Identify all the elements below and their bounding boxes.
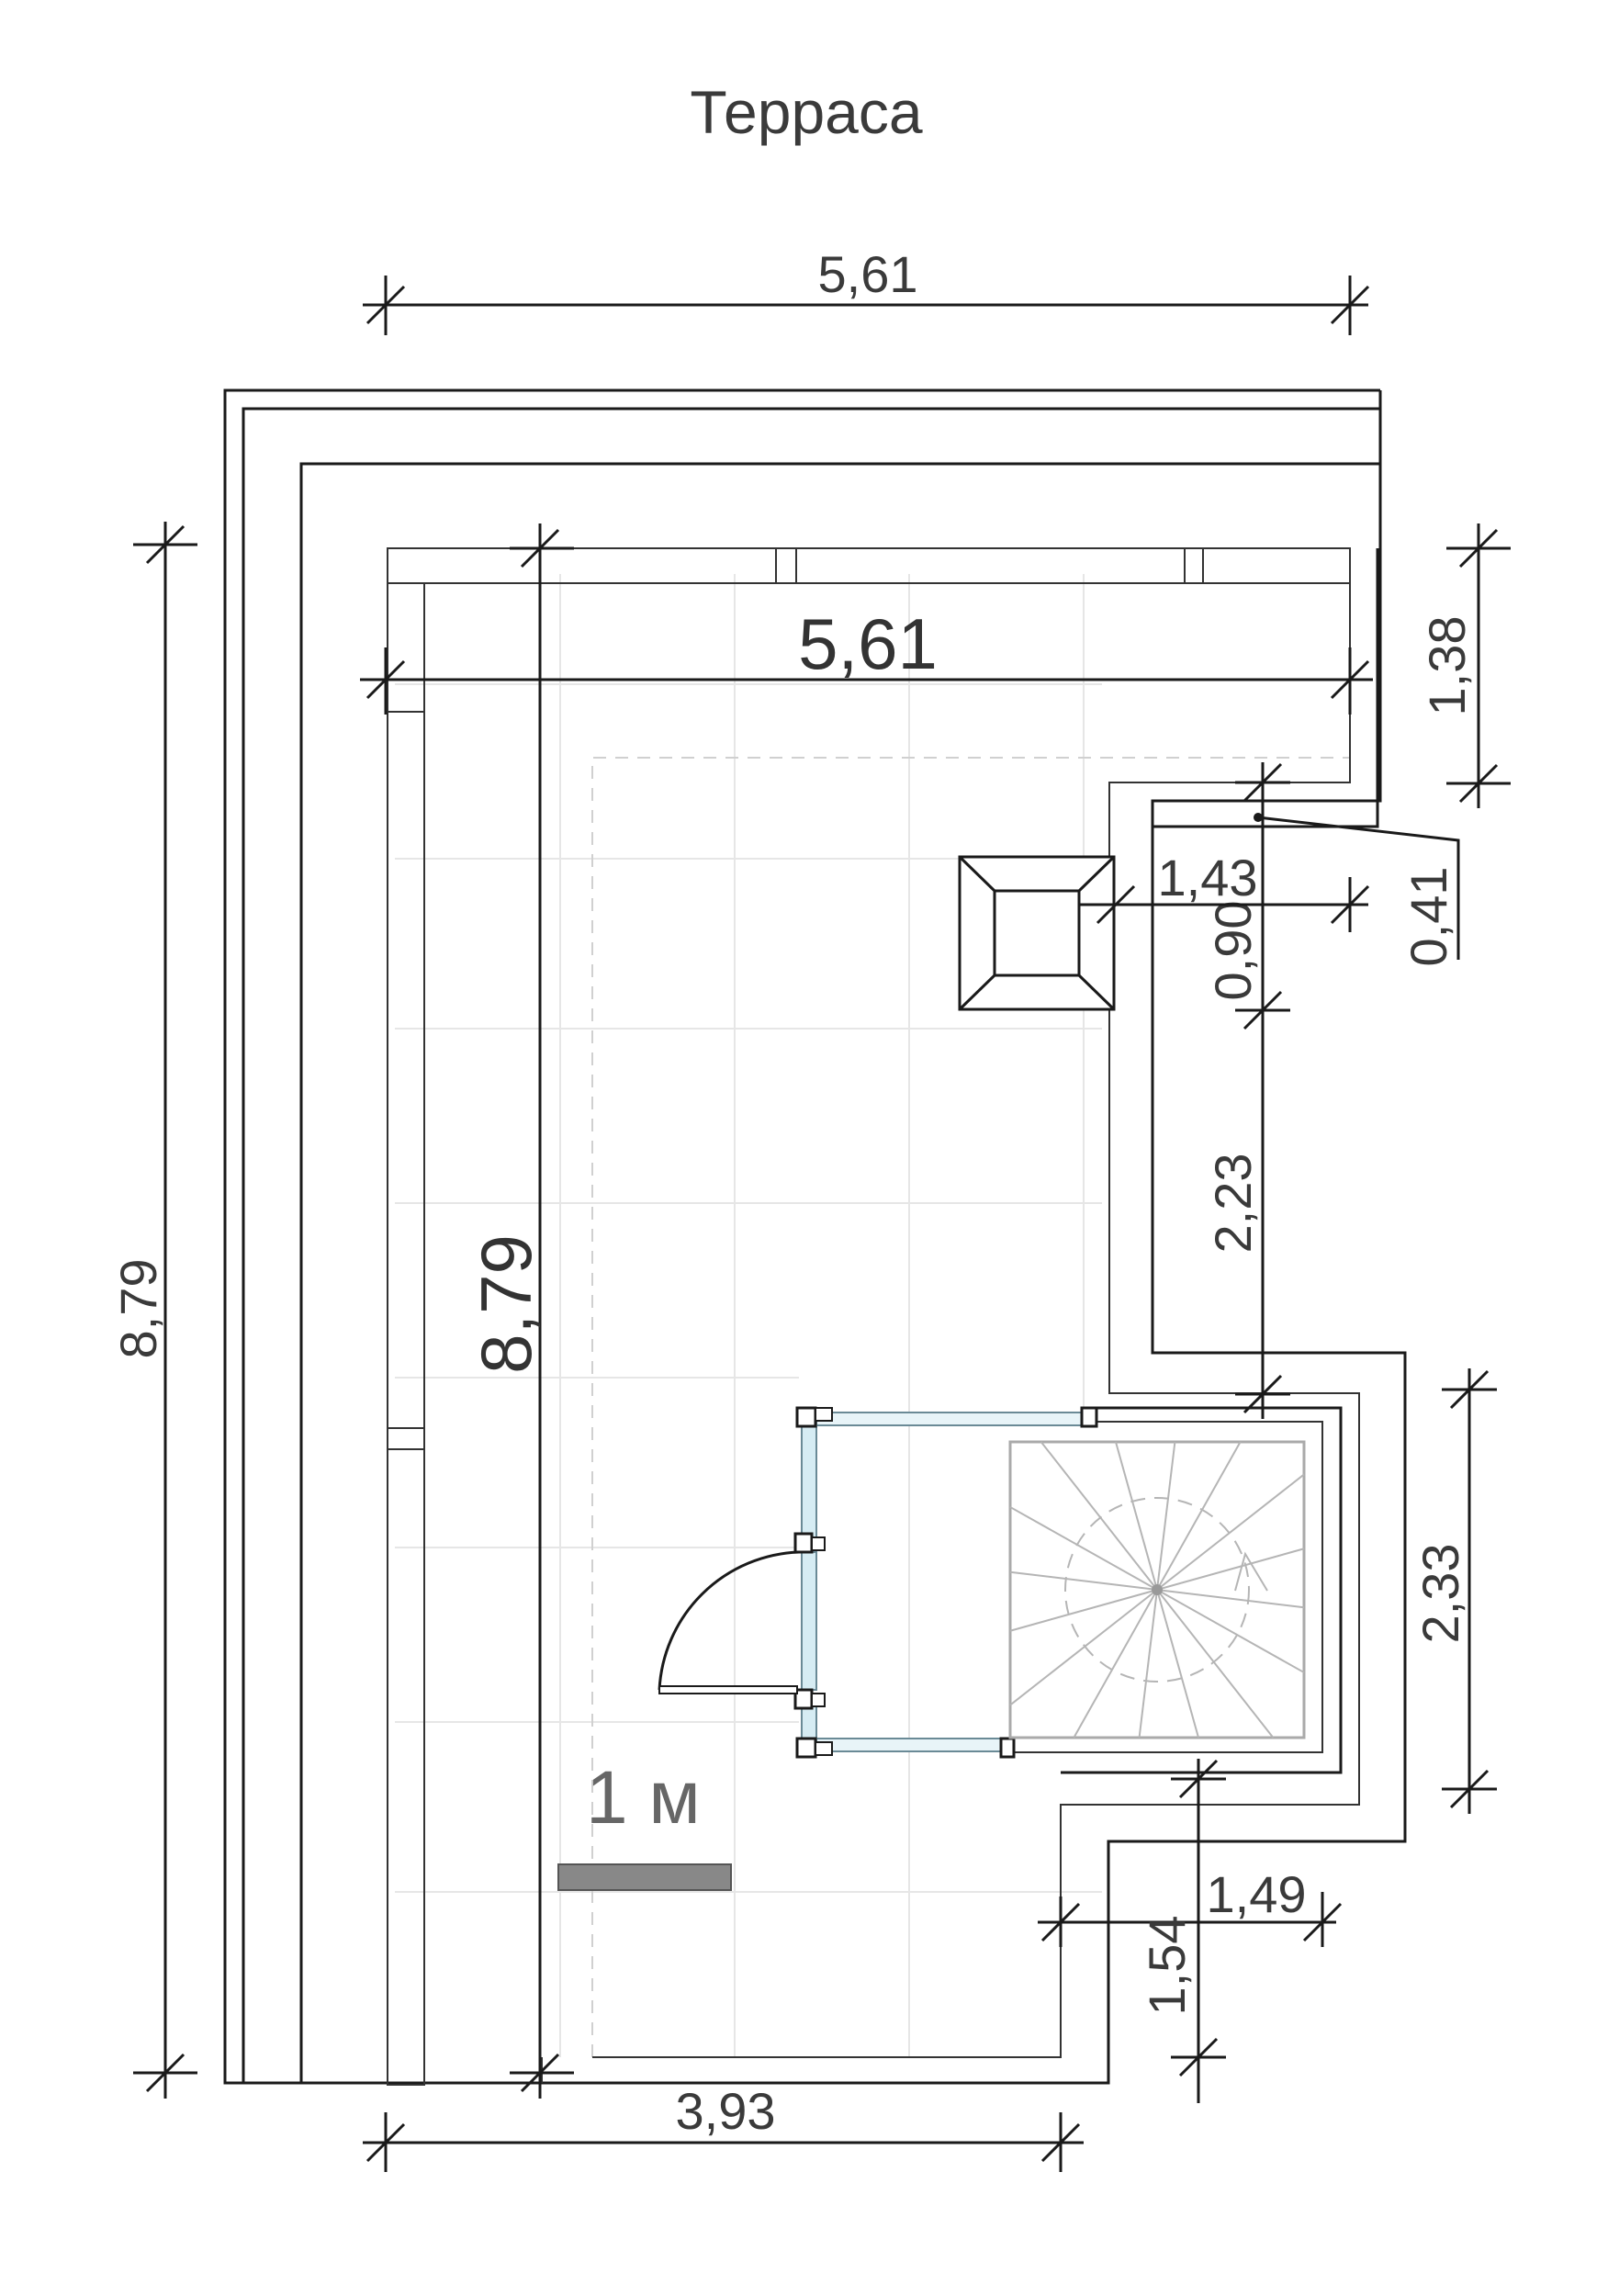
stair-tread	[1115, 1441, 1158, 1591]
floor-grid	[395, 574, 1102, 2057]
stair-tread	[1009, 1570, 1158, 1591]
dim-stair-block: 2,33	[1411, 1368, 1497, 1814]
stair-tread	[1156, 1473, 1305, 1591]
dim-left-outer: 8,79	[109, 522, 197, 2099]
door-swing	[658, 1550, 800, 1694]
dim-lower-width-label: 1,49	[1207, 1865, 1307, 1923]
stair-tread	[1156, 1441, 1242, 1591]
stair-tread	[1040, 1441, 1158, 1591]
dim-chimney-vertical: 0,90 2,23	[1204, 762, 1290, 1419]
scale-label: 1 м	[586, 1756, 701, 1840]
dim-leader-label: 0,41	[1400, 867, 1457, 967]
dim-lower-depth-label: 1,54	[1138, 1916, 1196, 2016]
dim-right-upper: 1,38	[1418, 523, 1511, 808]
stair-tread	[1009, 1506, 1158, 1591]
dim-inner-height: 8,79	[466, 523, 574, 2099]
dim-inner-width-label: 5,61	[798, 603, 938, 684]
dim-chimney-h-label: 1,43	[1158, 849, 1258, 906]
stair-tread	[1156, 1548, 1305, 1591]
dim-stair-block-label: 2,33	[1411, 1544, 1469, 1644]
stair-tread	[1156, 1589, 1305, 1609]
dim-lower-width: 1,49	[1038, 1865, 1343, 1947]
stair-tread	[1009, 1589, 1158, 1632]
stair-tread	[1156, 1441, 1176, 1591]
dim-left-outer-label: 8,79	[109, 1259, 167, 1359]
dim-lower-depth: 1,54	[1138, 1759, 1226, 2103]
scale-bar: 1 м	[557, 1756, 732, 1891]
stair-tread	[1009, 1589, 1158, 1706]
dim-bottom-width: 3,93	[363, 2082, 1084, 2172]
stair-tread	[1073, 1589, 1158, 1739]
stair-tread	[1156, 1589, 1305, 1673]
stair-tread	[1138, 1589, 1158, 1739]
scale-rule	[557, 1863, 732, 1891]
dim-chimney-v-label: 0,90	[1204, 901, 1262, 1001]
dim-top-outer-label: 5,61	[818, 245, 918, 303]
top-mullions	[387, 547, 1351, 584]
dim-right-mid-label: 2,23	[1204, 1154, 1262, 1254]
dim-right-upper-label: 1,38	[1418, 616, 1476, 716]
dim-inner-height-label: 8,79	[466, 1234, 546, 1374]
stair-enclosure	[1010, 1406, 1343, 1774]
dim-top-outer: 5,61	[363, 245, 1370, 335]
spiral-staircase	[1008, 1440, 1306, 1739]
stair-tread	[1156, 1589, 1199, 1739]
dim-chimney-horizontal: 1,43	[1079, 849, 1370, 932]
glass-vestibule	[793, 1406, 1098, 1759]
dim-bottom-width-label: 3,93	[676, 2082, 776, 2140]
chimney	[958, 855, 1116, 1011]
dim-inner-width: 5,61	[360, 603, 1373, 715]
left-mullions	[387, 711, 425, 2086]
room-title: Терраса	[690, 78, 922, 146]
dim-leader: 0,41	[1254, 813, 1460, 967]
stair-tread	[1156, 1589, 1275, 1739]
